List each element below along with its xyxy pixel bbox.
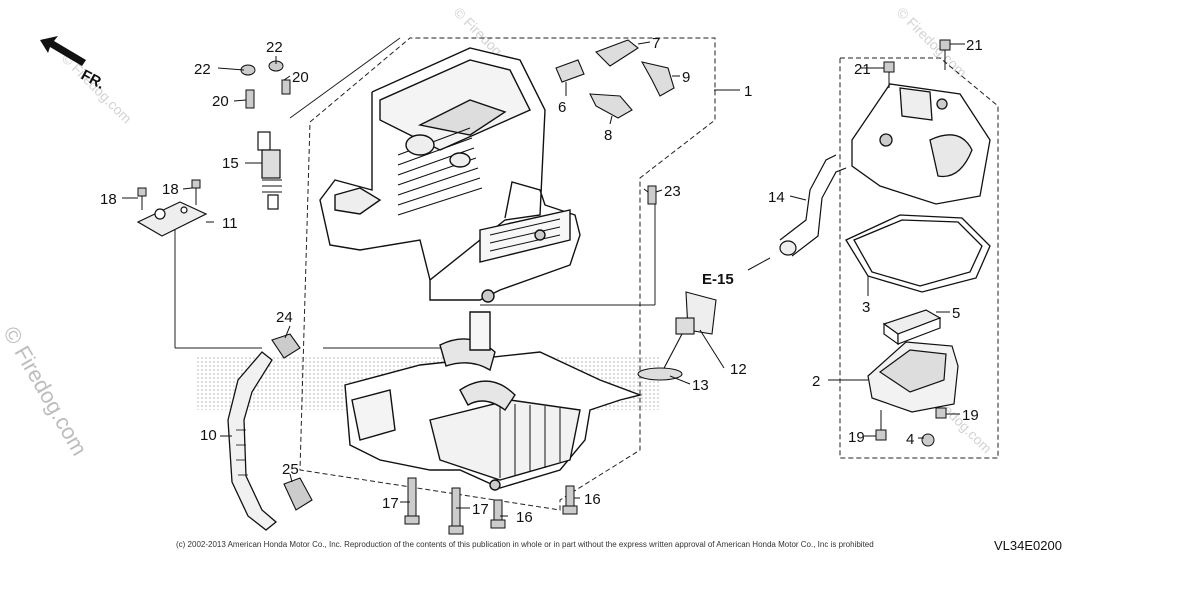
head-cover-gasket [845, 214, 991, 293]
callout-9: 9 [682, 69, 690, 86]
callout-7: 7 [652, 35, 660, 52]
callout-21b: 21 [966, 37, 983, 54]
callout-18b: 18 [162, 181, 179, 198]
clamps [271, 333, 313, 511]
diagram-code: VL34E0200 [994, 538, 1062, 553]
section-reference-label: E-15 [702, 271, 734, 288]
callout-16a: 16 [516, 509, 533, 526]
callout-20b: 20 [212, 93, 229, 110]
bolts-upper-left [137, 60, 291, 210]
callout-17b: 17 [472, 501, 489, 518]
callout-15: 15 [222, 155, 239, 172]
callout-12: 12 [730, 361, 747, 378]
callout-23: 23 [664, 183, 681, 200]
callout-21a: 21 [854, 61, 871, 78]
assembly-frame-head-cover [839, 57, 999, 459]
callout-10: 10 [200, 427, 217, 444]
foam-block [882, 309, 942, 346]
callout-20a: 20 [292, 69, 309, 86]
callout-25: 25 [282, 461, 299, 478]
callout-13: 13 [692, 377, 709, 394]
rocker-parts [555, 39, 675, 119]
hose-10 [227, 351, 278, 531]
head-cover [851, 83, 991, 205]
callout-1: 1 [744, 83, 752, 100]
callout-17a: 17 [382, 495, 399, 512]
callout-2: 2 [812, 373, 820, 390]
pin-23 [647, 185, 657, 205]
leader-lines [122, 41, 965, 517]
breather-chamber [867, 341, 959, 413]
callout-4: 4 [906, 431, 914, 448]
front-direction-label: FR. [78, 67, 107, 93]
assembly-frame-cylinder [299, 37, 716, 511]
callout-18a: 18 [100, 191, 117, 208]
cylinder-block [319, 47, 581, 303]
front-direction-arrow: FR. [40, 36, 107, 93]
callout-19b: 19 [848, 429, 865, 446]
callout-22b: 22 [266, 39, 283, 56]
callout-6: 6 [558, 99, 566, 116]
callout-19a: 19 [962, 407, 979, 424]
callout-14: 14 [768, 189, 785, 206]
gasket-plate [136, 201, 208, 237]
breather-tube [779, 154, 847, 257]
crankcase [344, 311, 643, 491]
callout-5: 5 [952, 305, 960, 322]
spark-plug [257, 131, 282, 210]
callout-3: 3 [862, 299, 870, 316]
callout-22a: 22 [194, 61, 211, 78]
copyright-notice: (c) 2002-2013 American Honda Motor Co., … [176, 540, 874, 549]
callout-16b: 16 [584, 491, 601, 508]
callout-numbers: 1 7 9 6 8 22 22 20 20 15 18 18 11 23 14 … [100, 35, 983, 526]
bolts-right [875, 39, 951, 447]
callout-11: 11 [222, 215, 238, 232]
callout-24: 24 [276, 309, 293, 326]
boundary-lines [174, 37, 656, 349]
oil-dipstick [637, 291, 717, 381]
callout-8: 8 [604, 127, 612, 144]
